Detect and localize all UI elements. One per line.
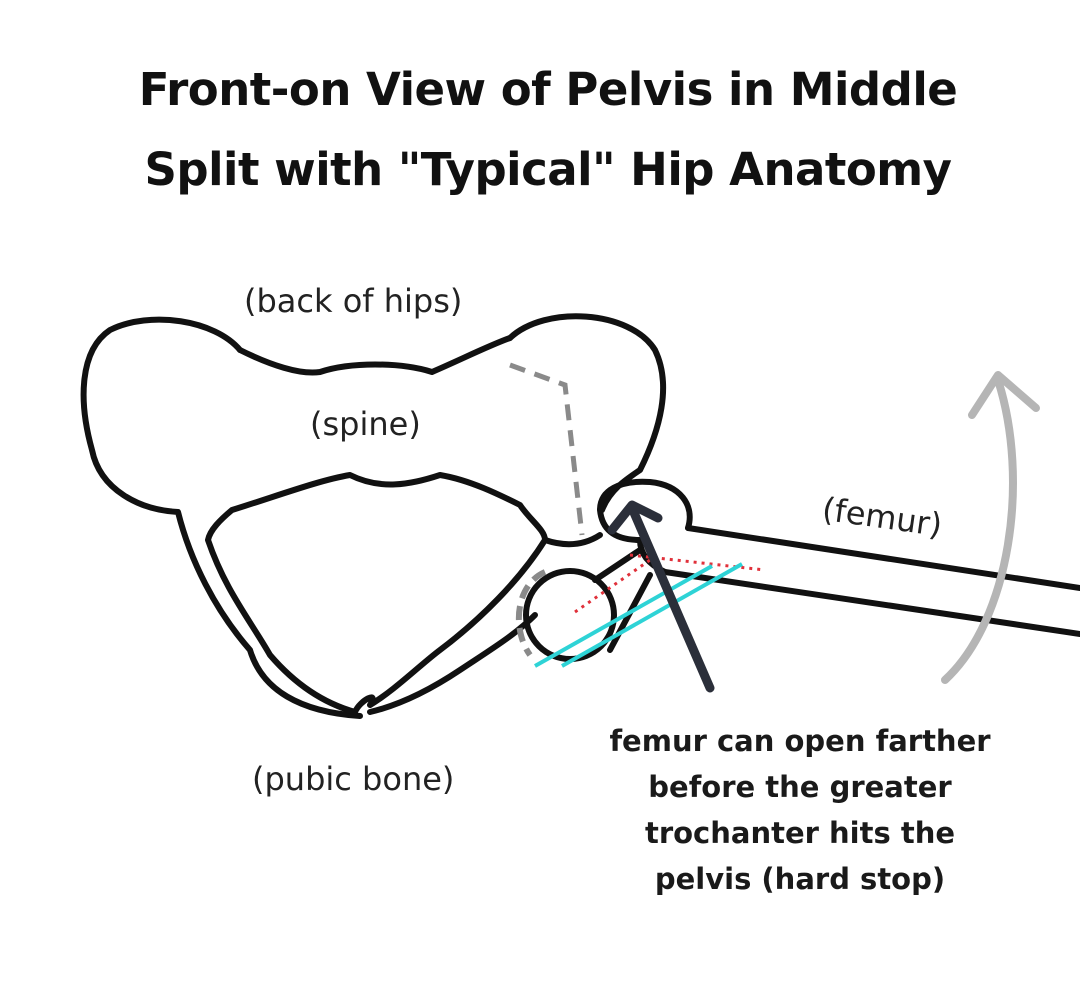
pubic-right xyxy=(367,612,538,715)
label-spine: (spine) xyxy=(310,405,421,443)
label-back-of-hips: (back of hips) xyxy=(244,282,463,320)
red-dotted-line-2 xyxy=(629,553,766,572)
cyan-line-2 xyxy=(561,562,743,668)
dashed-line xyxy=(509,362,585,536)
left-iliac-wing xyxy=(80,316,363,719)
cyan-line-1 xyxy=(534,564,713,668)
annotation-line: pelvis (hard stop) xyxy=(654,862,946,896)
femoral-head xyxy=(523,568,617,662)
right-iliac-wing xyxy=(507,313,667,513)
pelvic-inlet xyxy=(205,472,548,715)
pointer-arrow xyxy=(607,500,715,693)
dashed-arc xyxy=(515,569,547,657)
sacrum-top xyxy=(237,335,513,376)
annotation-line: femur can open farther xyxy=(609,724,991,758)
title-line-1: Front-on View of Pelvis in Middle xyxy=(138,63,958,116)
greater-trochanter xyxy=(597,478,693,575)
annotation-line: before the greater xyxy=(648,770,952,804)
title-line-2: Split with "Typical" Hip Anatomy xyxy=(144,143,952,196)
annotation: femur can open farther before the greate… xyxy=(560,718,1040,902)
acetabulum-edge xyxy=(542,532,603,548)
rotation-arrow xyxy=(941,371,1040,684)
label-pubic-bone: (pubic bone) xyxy=(252,760,455,798)
femur-shaft-top xyxy=(685,525,1080,591)
annotation-line: trochanter hits the xyxy=(644,816,956,850)
femur-shaft-bottom xyxy=(662,569,1080,637)
